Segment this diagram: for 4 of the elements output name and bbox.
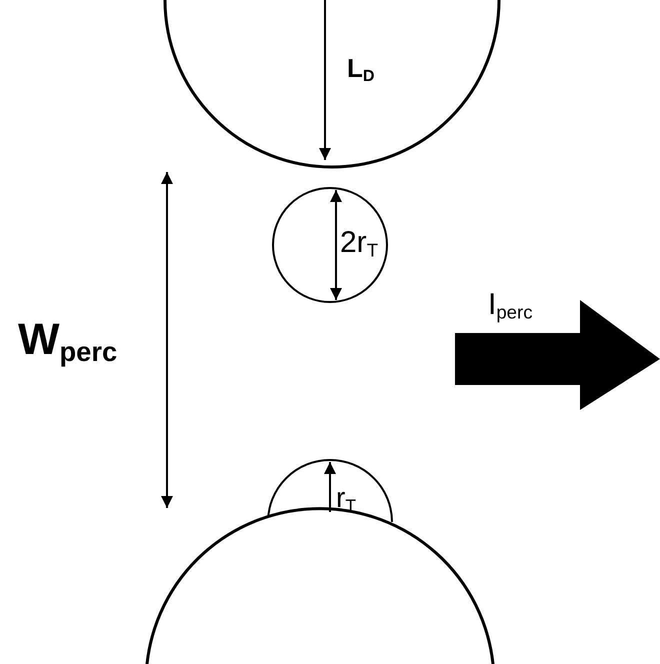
dimension-label: 2r$_{T}$ xyxy=(340,228,378,260)
dimension-label: L$_{D}$ xyxy=(347,55,375,84)
dimension-label: W$_{perc}$ xyxy=(18,318,118,366)
current-label: I$_{perc}$ xyxy=(488,290,533,322)
